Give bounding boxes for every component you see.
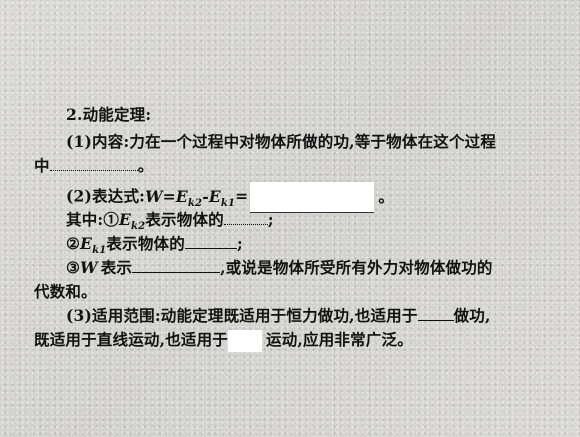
expression-line: (2)表达式:W=Ek2-Ek1=。 [66,182,394,213]
scope-label: (3)适用范围: [66,306,161,325]
scope-line-1: (3)适用范围:动能定理既适用于恒力做功,也适用于做功, [66,306,491,325]
scope-blank-1 [417,306,454,321]
section-title: 2.动能定理: [66,105,152,124]
where-line-4: 代数和。 [34,282,97,301]
scope-line-2: 既适用于直线运动,也适用于运动,应用非常广泛。 [34,329,413,352]
content-cont: 中 [34,156,50,175]
where-blank-2 [184,234,237,249]
where-blank-1 [223,210,268,225]
expression-label: (2)表达式: [66,186,146,206]
expression-blank [250,182,375,213]
content-line-2: 中。 [34,156,154,175]
expression-formula: W=Ek2-Ek1 [145,186,236,209]
content-line-1: (1)内容:力在一个过程中对物体所做的功,等于物体在这个过程 [66,131,496,153]
where-label: 其中: [66,210,104,229]
content-text: 力在一个过程中对物体所做的功,等于物体在这个过程 [129,132,497,151]
content-label: (1)内容: [66,132,130,151]
where-blank-3 [132,258,221,273]
content-blank [49,156,138,171]
scope-blank-2 [228,330,262,352]
where-line-1: 其中:①Ek2表示物体的; [66,210,274,233]
where-line-2: ②Ek1表示物体的; [66,234,243,257]
